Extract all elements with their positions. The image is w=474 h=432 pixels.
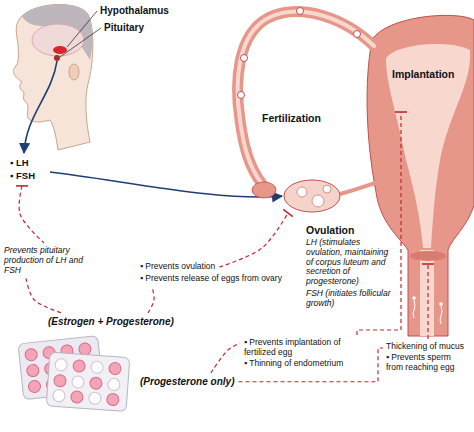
pill <box>26 364 39 377</box>
pill-pack <box>46 352 130 411</box>
follicle <box>297 187 307 197</box>
hormone-label: ▪ LH <box>10 158 29 169</box>
hormone-note: LH (stimulates ovulation, maintaining of… <box>306 238 396 287</box>
pill <box>90 377 103 390</box>
follicle <box>323 185 331 193</box>
structure-label: Hypothalamus <box>100 5 169 17</box>
pill <box>55 358 68 371</box>
structure-label: Pituitary <box>104 22 144 34</box>
effect-note: ▪ Prevents ovulation <box>140 262 215 272</box>
fallopian-tube-lumen <box>238 12 374 184</box>
sperm-symbol <box>412 296 416 300</box>
leader-line <box>60 28 101 57</box>
fimbriae <box>252 182 276 198</box>
embryo-symbol <box>297 8 304 15</box>
effect-note: Prevents pituitary production of LH and … <box>4 246 96 275</box>
hair <box>22 4 92 60</box>
process-label: Implantation <box>392 68 454 80</box>
pill <box>106 393 119 406</box>
brain <box>32 24 84 56</box>
inhibition-line <box>219 213 288 267</box>
pill <box>72 376 85 389</box>
effect-note: ▪ Prevents sperm from reaching egg <box>386 353 470 373</box>
fallopian-tube <box>238 12 374 184</box>
pill <box>53 389 66 402</box>
effect-note: ▪ Prevents release of eggs from ovary <box>140 274 298 284</box>
pill <box>88 392 101 405</box>
ear <box>69 64 79 80</box>
sperm-symbol <box>439 302 443 306</box>
effect-note: ▪ Prevents implantation of fertilized eg… <box>244 338 372 358</box>
pill-type-label: (Estrogen + Progesterone) <box>48 316 174 328</box>
pill <box>28 380 41 393</box>
inhibition-line <box>357 112 401 335</box>
pill <box>54 374 67 387</box>
inhibition-bar <box>422 263 434 265</box>
sperm-symbol <box>440 306 442 324</box>
ovary <box>284 180 340 212</box>
hormone-arrow <box>50 172 282 197</box>
inhibition-line <box>26 278 62 313</box>
inhibition-bar <box>395 111 407 113</box>
ovarian-ligament <box>340 182 378 194</box>
inhibition-line <box>211 343 240 373</box>
effect-note: Thickening of mucus <box>386 342 470 352</box>
pill <box>91 361 104 374</box>
pill <box>71 391 84 404</box>
cervix <box>410 251 446 261</box>
sperm-symbol <box>413 300 415 318</box>
inhibition-bar <box>16 185 28 187</box>
follicle <box>312 195 324 207</box>
inhibition-line <box>427 264 428 339</box>
process-label: Ovulation <box>306 224 354 236</box>
pill <box>25 348 38 361</box>
pill <box>73 360 86 373</box>
hormone-label: ▪ FSH <box>10 171 35 182</box>
uterine-cavity <box>386 44 470 248</box>
hypothalamus-shape <box>53 46 67 54</box>
hormone-note: FSH (initiates follicular growth) <box>306 289 396 309</box>
inhibition-line <box>148 287 154 313</box>
effect-note: ▪ Thinning of endometrium <box>244 359 372 369</box>
inhibition-bar <box>283 209 293 216</box>
embryo-symbol <box>354 31 361 38</box>
pill <box>107 378 120 391</box>
inhibition-line <box>19 186 44 243</box>
pill <box>109 362 122 375</box>
blister-card <box>46 352 130 411</box>
pituitary-shape <box>54 55 60 61</box>
egg-symbol <box>241 55 248 62</box>
hormone-arrow <box>24 61 57 153</box>
pill-type-label: (Progesterone only) <box>140 376 234 388</box>
vaginal-canal <box>420 250 434 336</box>
process-label: Fertilization <box>262 112 321 124</box>
egg-symbol <box>238 92 245 99</box>
